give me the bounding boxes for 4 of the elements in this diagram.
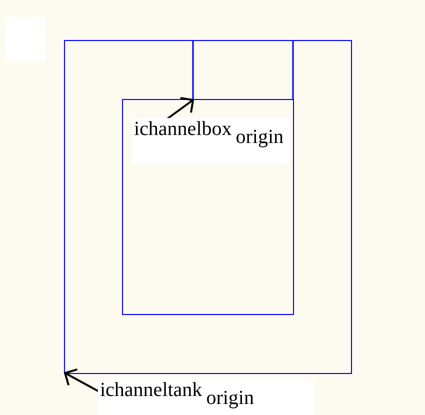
outer-frame xyxy=(64,40,352,374)
leader-arrow xyxy=(64,368,98,392)
inner-frame xyxy=(122,98,294,314)
leader-arrow xyxy=(166,97,194,120)
